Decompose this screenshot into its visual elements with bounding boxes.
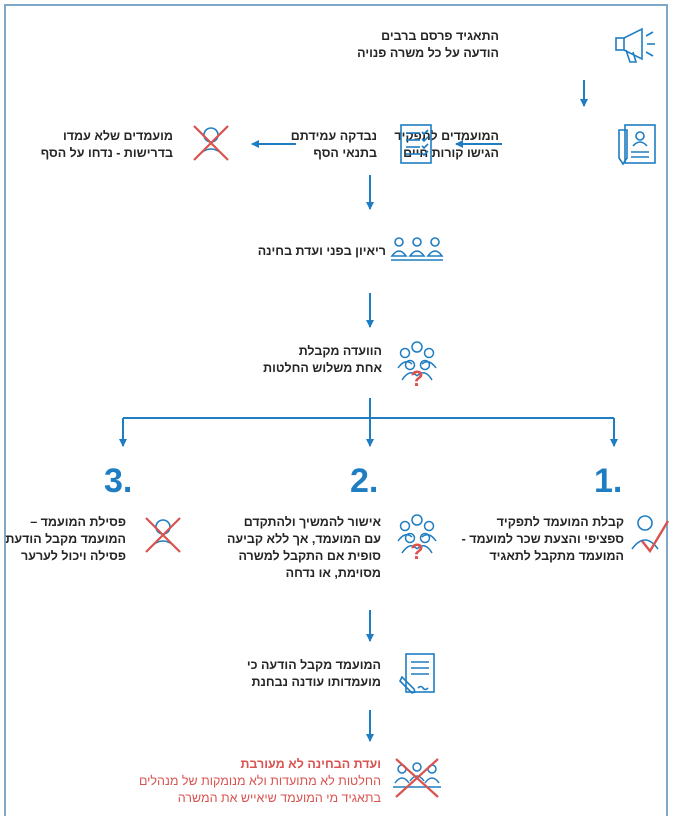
outcome-3-text: פסילת המועמד – המועמד מקבל הודעת פסילה ו… xyxy=(5,515,126,563)
step-decision-text: הוועדה מקבלת אחת משלוש החלטות xyxy=(263,344,382,375)
outcome-2-text: אישור להמשיך ולהתקדם עם המועמד, אך ללא ק… xyxy=(226,515,381,580)
committee-icon xyxy=(389,234,445,268)
question-group-icon: ? xyxy=(394,511,440,561)
step-publish-text: התאגיד פרסם ברבים הודעה על כל משרה פנויה xyxy=(357,29,499,60)
outcome-1-number: 1. xyxy=(594,462,623,500)
outcome-3-number: 3. xyxy=(104,462,133,500)
megaphone-icon xyxy=(614,26,658,64)
accepted-person-icon xyxy=(630,511,670,557)
resume-icon xyxy=(616,122,658,166)
step-check-text: נבדקה עמידתם בתנאי הסף xyxy=(290,129,377,160)
step-candidates-text: המועמדים לתפקיד הגישו קורות חיים xyxy=(394,129,499,160)
svg-text:?: ? xyxy=(410,366,423,388)
outcome-1-text: קבלת המועמד לתפקיד ספציפי והצעת שכר למוע… xyxy=(461,515,624,563)
diagram-frame xyxy=(4,4,668,816)
rejected-person-icon xyxy=(142,514,184,554)
step-rejected-text: מועמדים שלא עמדו בדרישות - נדחו על הסף xyxy=(40,129,173,160)
step-inactive-text: ועדת הבחינה לא מעורבת החלטות לא מתועדות … xyxy=(138,757,381,805)
outcome-2-number: 2. xyxy=(350,462,379,500)
document-pen-icon xyxy=(398,651,438,697)
svg-text:?: ? xyxy=(410,539,423,561)
inactive-title: ועדת הבחינה לא מעורבת xyxy=(240,757,381,771)
checklist-icon xyxy=(398,122,434,166)
step-notice-text: המועמד מקבל הודעה כי מועמדותו עודנה נבחנ… xyxy=(246,658,381,689)
step-interview-text: ריאיון בפני ועדת בחינה xyxy=(257,244,386,258)
question-group-icon: ? xyxy=(394,338,440,388)
rejected-person-icon xyxy=(190,122,232,162)
crossed-committee-icon xyxy=(390,755,444,801)
